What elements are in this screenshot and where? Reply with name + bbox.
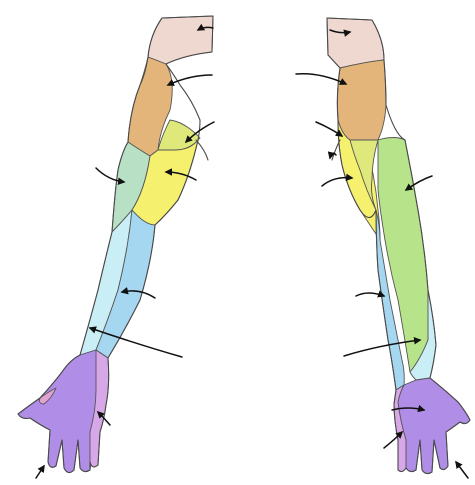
posterior-arm-diagram [327, 18, 470, 474]
pointer-arrow-icon [456, 462, 468, 478]
pointer-arrow-icon [356, 293, 384, 296]
region-axillary-right [337, 60, 386, 140]
region-supraclavicular-left [148, 16, 213, 64]
pointer-arrow-icon [36, 466, 44, 478]
region-median-hand-right [398, 378, 470, 474]
anterior-arm-diagram [18, 16, 213, 473]
crease-right [332, 140, 340, 160]
region-radial-posterior-right [378, 138, 429, 373]
